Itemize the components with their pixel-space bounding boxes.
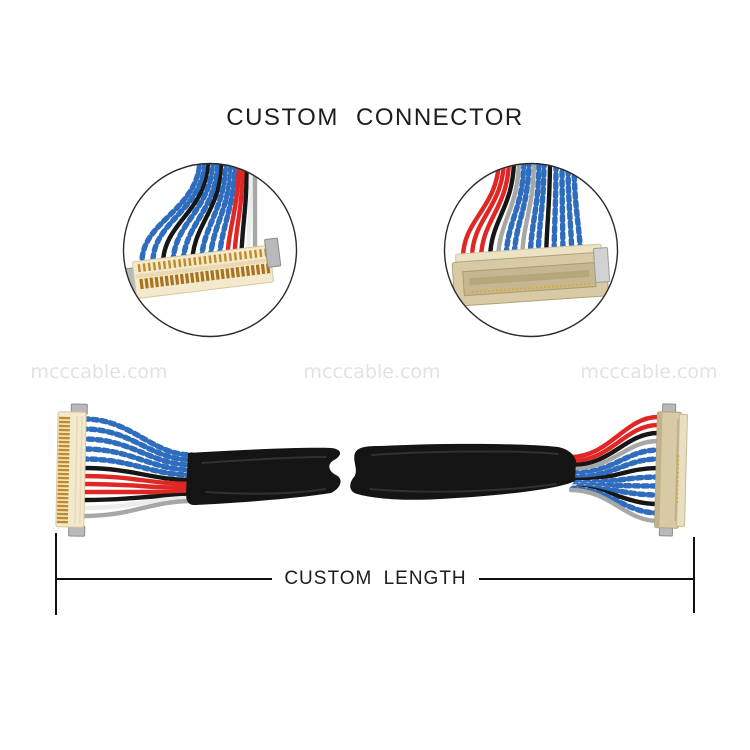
watermark-text: mcccable.com <box>303 361 441 383</box>
watermark-text: mcccable.com <box>30 361 168 383</box>
right-cable-connector <box>654 403 688 537</box>
left-connector-detail-circle <box>122 162 298 338</box>
dimension-label: CUSTOM LENGTH <box>284 568 467 589</box>
dimension-line-right <box>478 578 695 580</box>
dimension-tick-right <box>693 537 695 613</box>
dimension-tick-left <box>55 533 57 615</box>
sleeve-highlight <box>371 450 559 456</box>
dimension-line-left <box>56 578 273 580</box>
cable-sleeve-right <box>350 443 576 500</box>
dimension-annotation: CUSTOM LENGTH <box>56 568 695 590</box>
right-wire-fan <box>567 414 661 524</box>
right-circle-connector <box>451 243 611 307</box>
right-circle-border <box>443 162 619 338</box>
sleeve-highlight <box>205 488 326 495</box>
watermark-text: mcccable.com <box>580 361 718 383</box>
sleeve-highlight <box>369 483 557 493</box>
left-circle-border <box>122 162 298 338</box>
right-connector-detail-circle <box>443 162 619 338</box>
cable-assembly <box>55 403 688 537</box>
left-cable-connector <box>55 403 88 537</box>
left-wire-fan <box>81 416 195 519</box>
page-title: CUSTOM CONNECTOR <box>226 104 524 131</box>
sleeve-highlight <box>201 456 327 464</box>
